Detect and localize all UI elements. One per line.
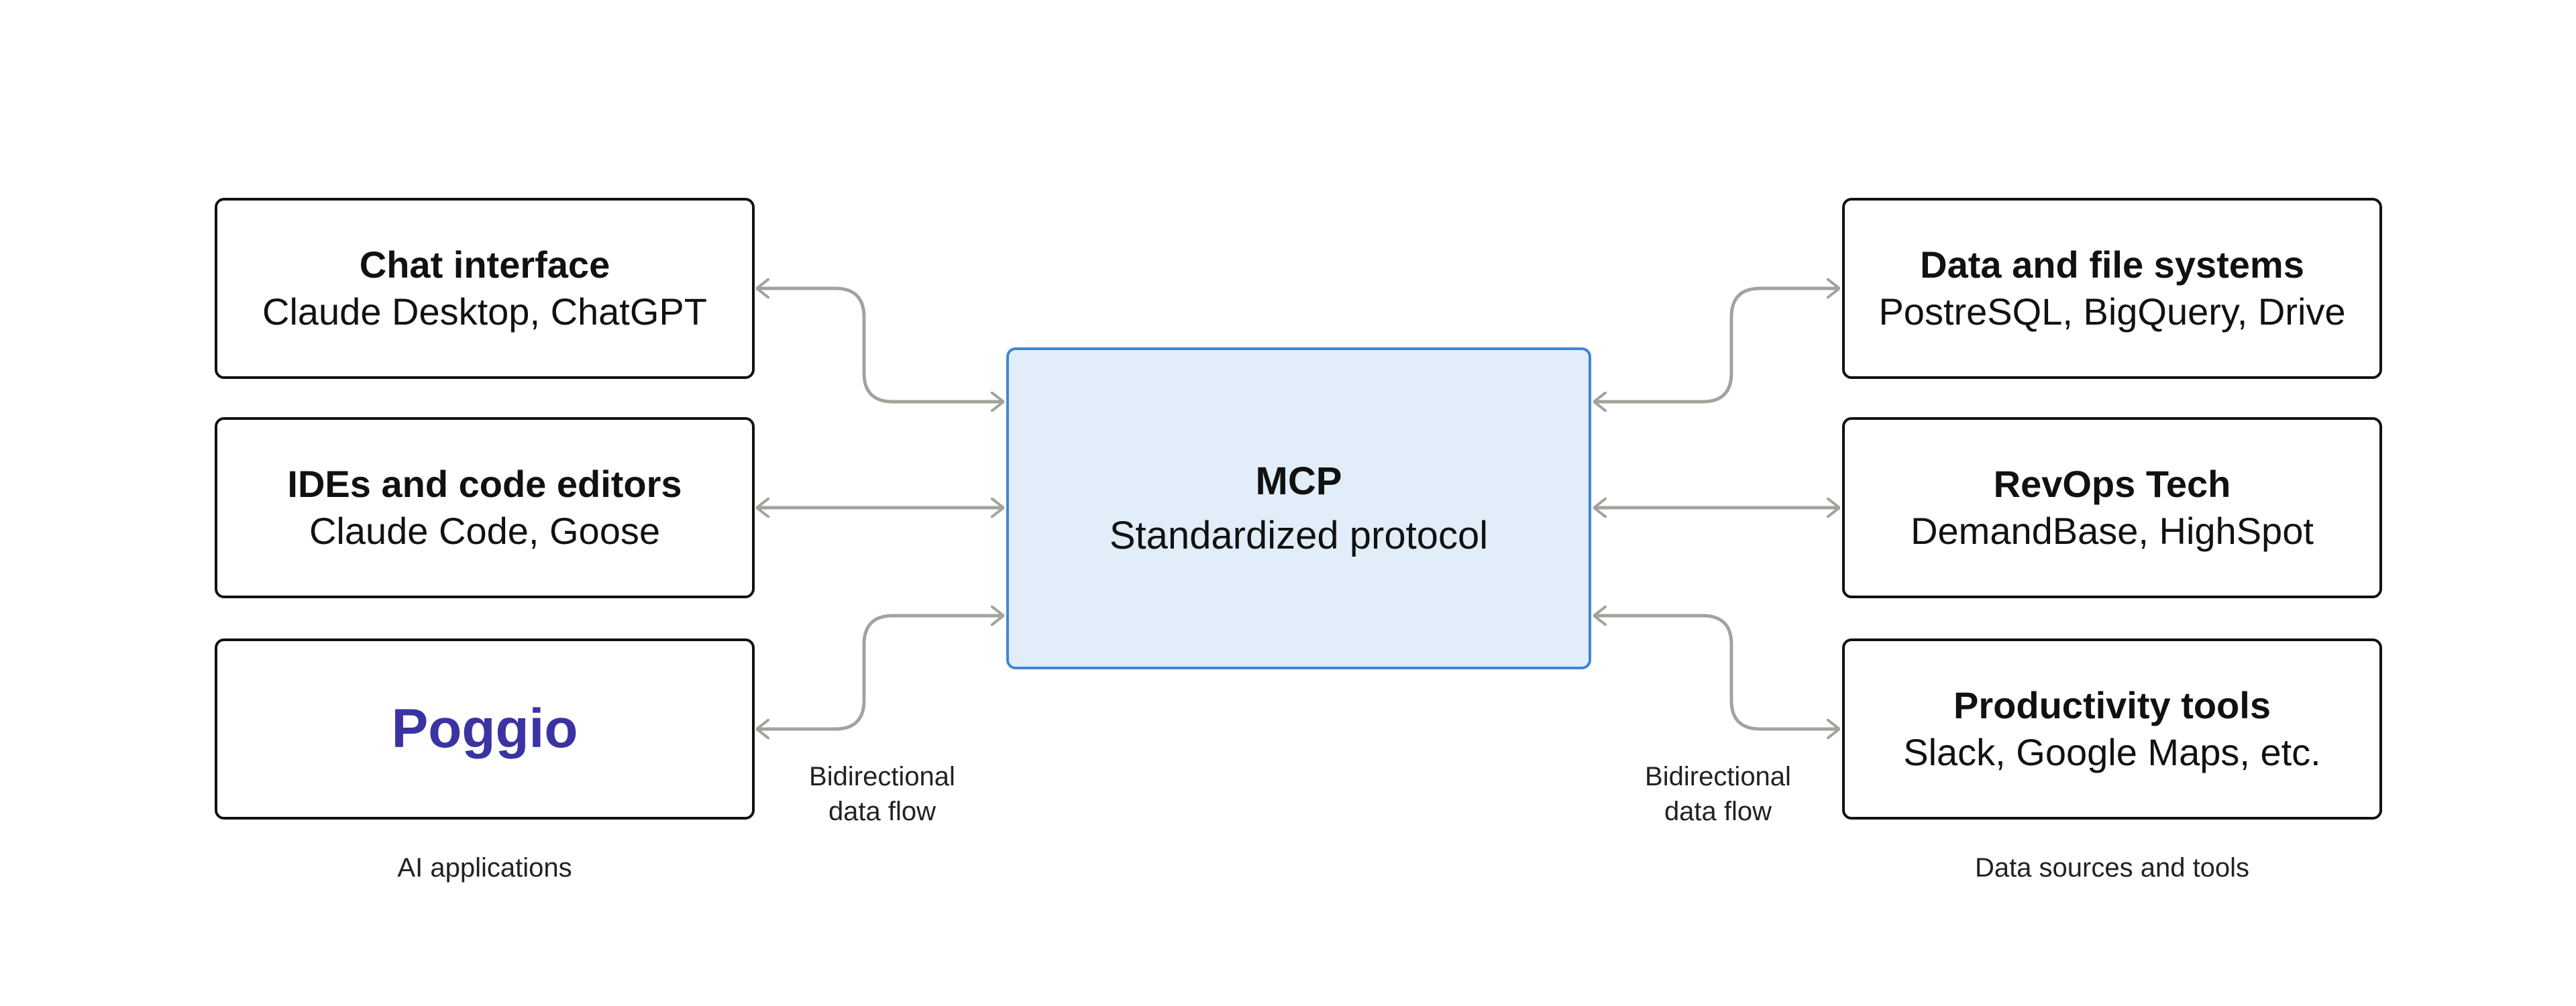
box-subtitle: Claude Desktop, ChatGPT — [262, 290, 707, 333]
box-subtitle: Claude Code, Goose — [309, 510, 660, 552]
revops-tech-box: RevOps Tech DemandBase, HighSpot — [1842, 417, 2382, 598]
ide-box: IDEs and code editors Claude Code, Goose — [215, 417, 755, 598]
left-flow-label: Bidirectional data flow — [771, 759, 993, 829]
box-title: RevOps Tech — [1993, 463, 2231, 506]
chat-interface-box: Chat interface Claude Desktop, ChatGPT — [215, 198, 755, 379]
connector-poggio-to-mcp — [757, 616, 1004, 729]
data-file-systems-box: Data and file systems PostreSQL, BigQuer… — [1842, 198, 2382, 379]
mcp-box: MCP Standardized protocol — [1006, 347, 1591, 669]
box-title: IDEs and code editors — [287, 463, 682, 506]
box-title: Chat interface — [359, 243, 610, 286]
flow-label-line1: Bidirectional — [1645, 762, 1791, 791]
poggio-logo-text: Poggio — [391, 698, 578, 759]
productivity-tools-box: Productivity tools Slack, Google Maps, e… — [1842, 638, 2382, 820]
flow-label-line2: data flow — [1664, 797, 1772, 826]
box-title: Productivity tools — [1953, 684, 2271, 727]
data-sources-caption: Data sources and tools — [1974, 853, 2250, 883]
right-flow-label: Bidirectional data flow — [1607, 759, 1829, 829]
poggio-box: Poggio — [215, 638, 755, 820]
box-title: Data and file systems — [1920, 243, 2304, 286]
ai-applications-caption: AI applications — [397, 853, 572, 883]
flow-label-line1: Bidirectional — [809, 762, 955, 791]
mcp-title: MCP — [1255, 459, 1342, 503]
box-subtitle: Slack, Google Maps, etc. — [1903, 731, 2321, 773]
box-subtitle: PostreSQL, BigQuery, Drive — [1878, 290, 2346, 333]
box-subtitle: DemandBase, HighSpot — [1911, 510, 2314, 552]
connector-chat-to-mcp — [757, 288, 1004, 402]
mcp-subtitle: Standardized protocol — [1109, 514, 1489, 557]
flow-label-line2: data flow — [828, 797, 936, 826]
connector-mcp-to-productivity — [1594, 616, 1839, 729]
connector-mcp-to-data — [1594, 288, 1839, 402]
